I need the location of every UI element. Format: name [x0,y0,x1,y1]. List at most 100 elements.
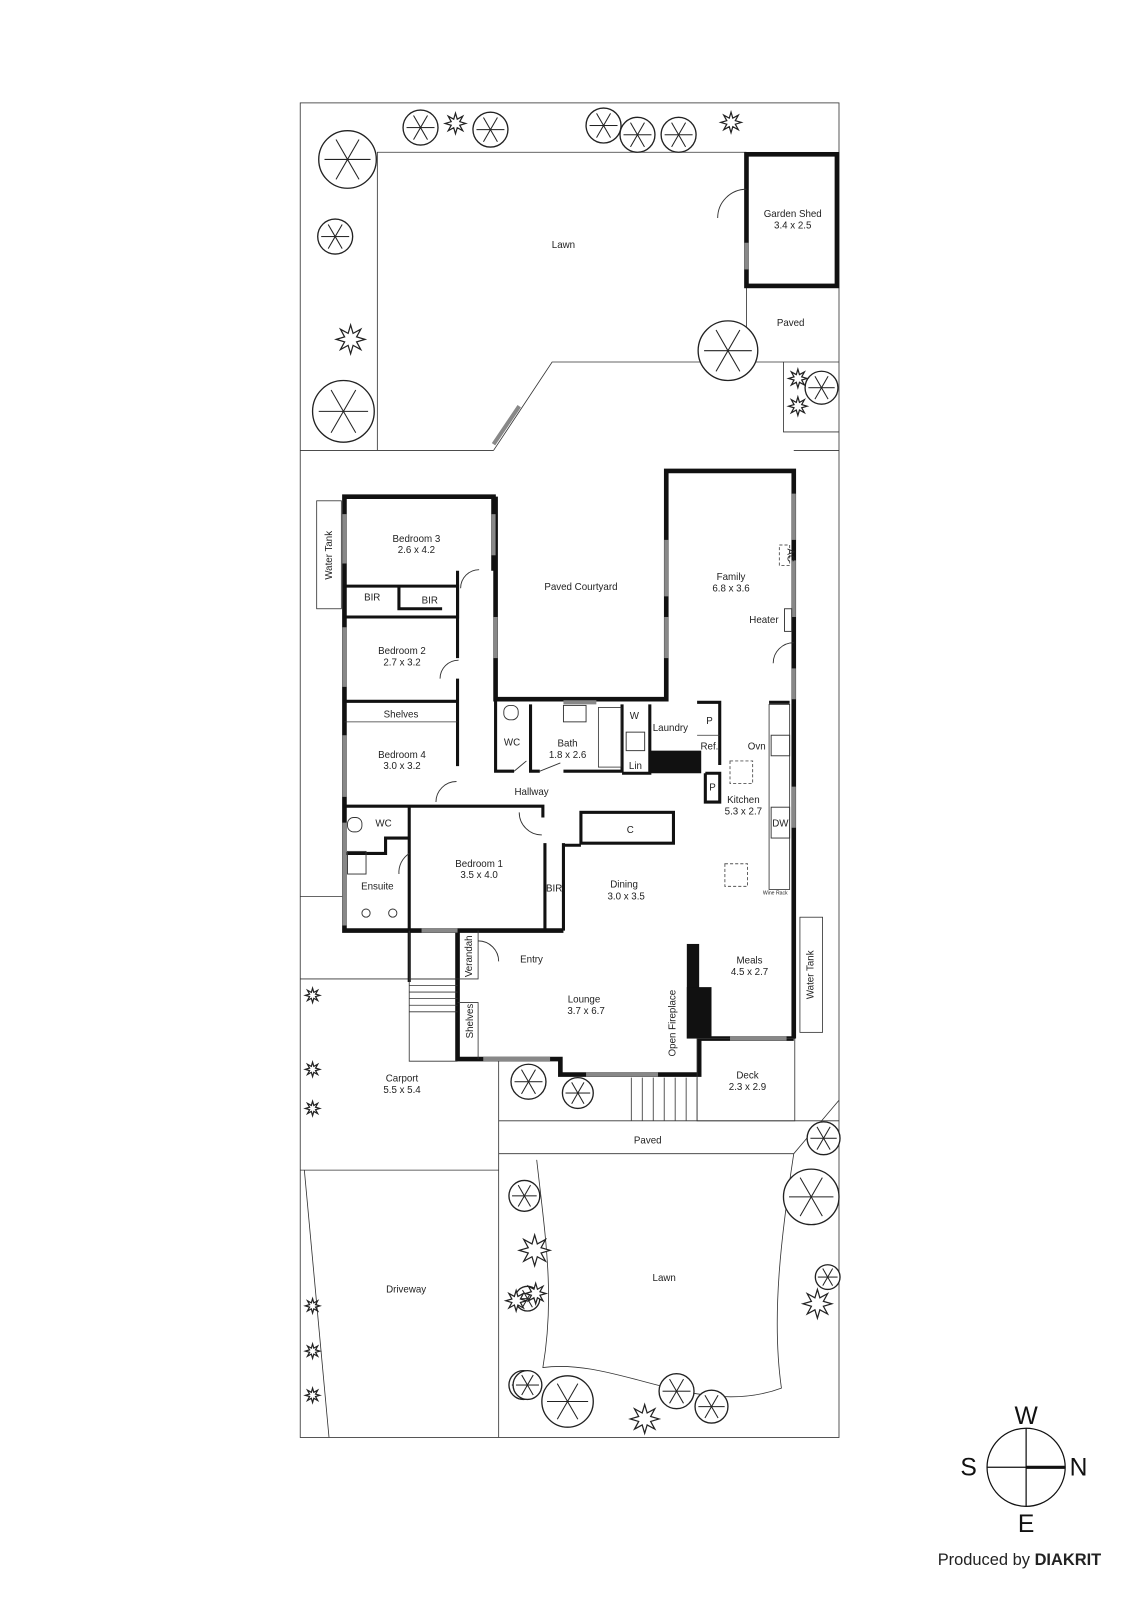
tree-branch [810,1196,823,1217]
size-deck: 2.3 x 2.9 [729,1082,766,1093]
tree-branch [603,113,611,126]
tree-branch [521,1081,529,1095]
tree-branch [420,127,428,140]
tree-branch [528,1069,536,1082]
label-bedroom4: Bedroom 4 [378,750,426,761]
size-carport: 5.5 x 5.4 [383,1085,421,1096]
size-bedroom4: 3.0 x 3.2 [383,761,420,772]
tree-branch [637,134,645,148]
tree-branch [678,134,687,148]
tree-branch [816,1126,825,1139]
shrub-icon [628,1402,662,1436]
laundry-sink-icon [625,731,646,752]
tree-branch [727,329,741,351]
label-family: Family [717,572,746,583]
shrub-icon [303,1296,322,1316]
label-wine-rack: Wine Rack [763,891,788,897]
credit-brand: DIAKRIT [1035,1551,1102,1569]
tree-branch [335,159,348,180]
tree-branch [517,1184,525,1197]
tree-branch [637,122,645,136]
label-paved-courtyard: Paved Courtyard [544,582,617,593]
tree-branch [567,1401,579,1420]
tree-branch [521,1069,529,1082]
shrub-icon [303,1099,322,1118]
tree-branch [528,1081,536,1095]
label-carport: Carport [386,1074,419,1085]
tree-branch [715,350,729,372]
tree-branch [669,1378,677,1392]
label-wc-ensuite: WC [375,819,391,830]
tree-branch [671,134,680,148]
label-shelves-b4: Shelves [384,710,419,721]
size-meals: 4.5 x 2.7 [731,967,768,978]
label-bir-b2: BIR [422,596,438,607]
label-deck: Deck [736,1071,758,1082]
label-lawn-top: Lawn [552,240,575,251]
tree-branch [567,1383,579,1402]
tree-branch [669,1390,677,1404]
tree-branch [577,1082,585,1094]
tree-branch [571,1092,579,1104]
label-entry: Entry [520,954,543,965]
tree-branch [523,1184,531,1197]
tree-branch [523,1195,531,1207]
label-hallway: Hallway [514,787,548,798]
tree-branch [413,115,421,128]
label-shelves-lounge: Shelves [465,1004,476,1039]
tree-branch [577,1092,585,1104]
label-bedroom2: Bedroom 2 [378,646,426,657]
label-pantry-2: P [709,783,716,794]
size-kitchen: 5.3 x 2.7 [725,806,762,817]
garden-shed [717,151,840,289]
label-oven: Ovn [748,742,766,753]
label-bir-b3: BIR [364,593,380,604]
label-water-tank-left: Water Tank [324,531,335,580]
stairs [409,978,698,1121]
shrub-icon [303,1385,322,1405]
label-pantry-1: P [706,716,713,727]
label-garden-shed: Garden Shed [764,209,822,220]
label-dw: DW [772,819,789,830]
compass-bottom: E [1018,1511,1034,1538]
shrub-icon [718,109,744,135]
tree-branch [727,350,741,372]
tree-branch [489,129,498,142]
tree-branch [678,122,687,136]
tree-branch [327,224,336,237]
tree-branch [822,1268,829,1278]
tree-branch [413,127,421,140]
tree-branch [327,236,336,249]
label-lawn-bottom: Lawn [653,1273,676,1284]
label-ac: AC [785,549,796,563]
size-family: 6.8 x 3.6 [712,583,749,594]
size-bedroom3: 2.6 x 4.2 [398,545,435,556]
tree-branch [823,1126,831,1139]
size-lounge: 3.7 x 6.7 [567,1006,604,1017]
tree-branch [522,1289,528,1299]
windows [342,493,796,1077]
doors [398,569,794,962]
label-bath: Bath [558,739,578,750]
label-driveway: Driveway [386,1284,426,1295]
shrub-icon [800,1287,834,1321]
tree-branch [814,376,822,388]
tree-branch [527,1374,534,1386]
label-ref: Ref. [701,742,719,753]
kitchen-sink-icon [770,806,791,839]
tree-branch [556,1401,569,1420]
tree-branch [799,1177,812,1198]
label-paved-top: Paved [777,318,805,329]
label-lounge: Lounge [568,995,601,1006]
shrub-icon [503,1288,529,1314]
label-verandah: Verandah [464,935,475,977]
basin-icon [347,850,367,875]
toilet-icon [347,817,363,833]
tree-branch [799,1196,812,1217]
label-meals: Meals [737,955,763,966]
cooktop-icon [770,734,791,757]
tree-branch [822,1276,829,1286]
tree-branch [527,1384,534,1396]
tree-branch [517,1195,525,1207]
